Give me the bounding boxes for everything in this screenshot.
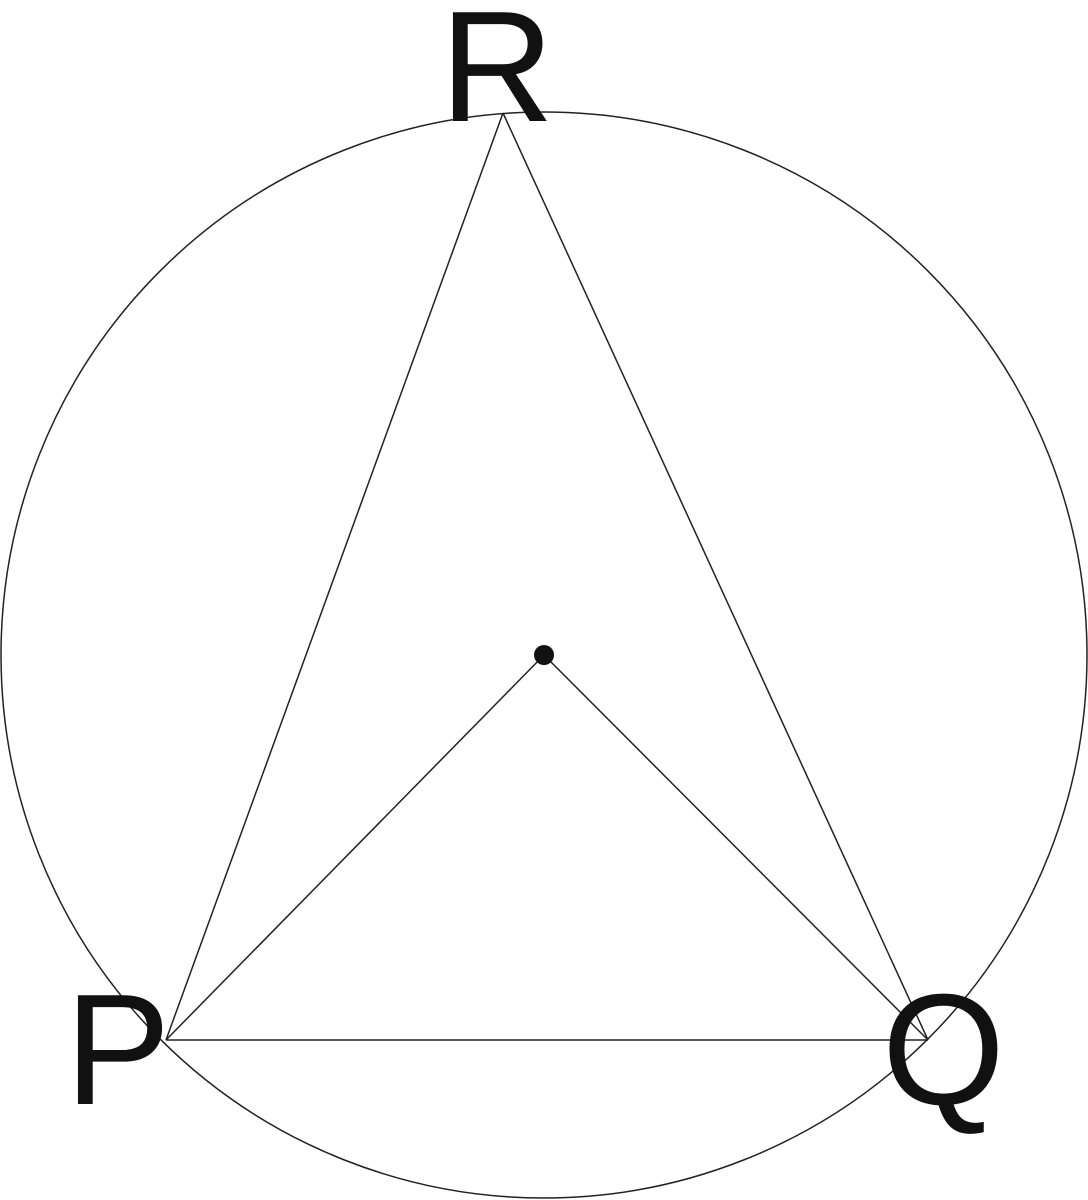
radius-op xyxy=(165,654,545,1041)
circumcircle xyxy=(0,111,1088,1199)
vertex-label-q: Q xyxy=(882,962,1005,1138)
segment-rp xyxy=(165,112,504,1041)
center-point xyxy=(534,645,554,665)
vertex-label-r: R xyxy=(440,0,554,155)
radius-oq xyxy=(543,654,929,1041)
vertex-label-p: P xyxy=(65,962,170,1138)
segment-rq xyxy=(502,112,929,1041)
